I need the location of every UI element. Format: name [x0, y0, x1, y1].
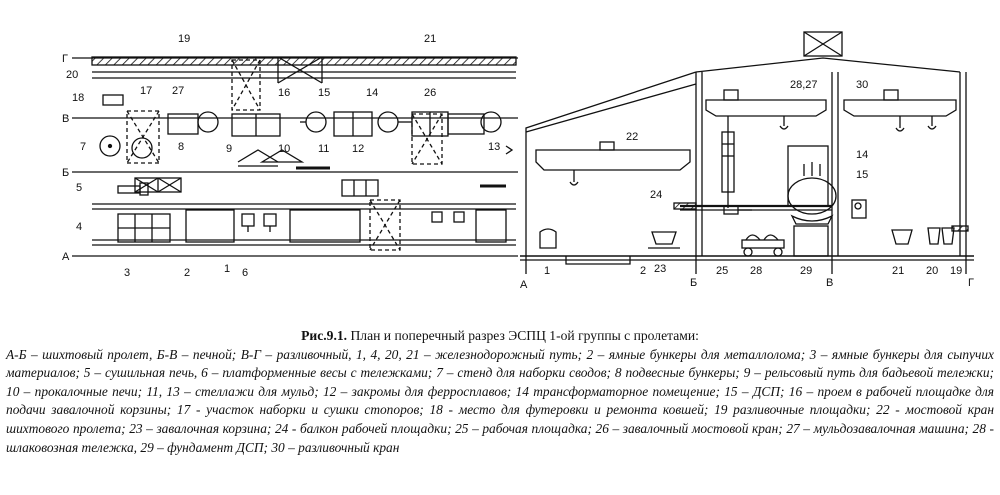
calcining-furnace-10 — [259, 149, 305, 163]
plan-label-14: 14 — [366, 87, 378, 99]
roof-stand-7b — [131, 137, 153, 159]
section-label-30: 30 — [856, 79, 868, 91]
pouring-platform-19 — [951, 225, 969, 232]
section-label-23: 23 — [654, 263, 666, 275]
section-label-22: 22 — [626, 131, 638, 143]
plan-label-9: 9 — [226, 143, 232, 155]
pit-bunkers-2 — [185, 209, 235, 243]
plan-label-21: 21 — [424, 33, 436, 45]
plan-label-15: 15 — [318, 87, 330, 99]
section-label-24: 24 — [650, 189, 662, 201]
plan-label-10: 10 — [278, 143, 290, 155]
furnace-bay-roof — [695, 57, 961, 73]
plan-label-8: 8 — [178, 141, 184, 153]
charging-crane-2827 — [705, 99, 827, 117]
section-label-25: 25 — [716, 265, 728, 277]
section-axis-g: Г — [968, 277, 974, 289]
central-bunker — [289, 209, 361, 243]
plan-label-13: 13 — [488, 141, 500, 153]
section-label-2827: 28,27 — [790, 79, 818, 91]
furnace-foundation-29 — [793, 225, 829, 257]
opening-upper — [231, 59, 261, 111]
section-label-1: 1 — [544, 265, 550, 277]
charge-crane-22 — [535, 149, 691, 171]
ladle-21 — [891, 229, 913, 245]
railcar-1 — [539, 228, 557, 249]
plan-label-1: 1 — [224, 263, 230, 275]
right-bunker — [475, 209, 507, 243]
plan-axis-g: Г — [62, 53, 68, 65]
plan-label-26: 26 — [424, 87, 436, 99]
roof-stand-7 — [99, 135, 121, 157]
caption-title: План и поперечный разрез ЭСПЦ 1-ой групп… — [350, 328, 699, 343]
pouring-platform-19 — [91, 56, 517, 66]
section-axis-b: Б — [690, 277, 697, 289]
section-label-14: 14 — [856, 149, 868, 161]
caption-title-line: Рис.9.1. План и поперечный разрез ЭСПЦ 1… — [6, 327, 994, 346]
section-label-28: 28 — [750, 265, 762, 277]
charge-bay-frame — [525, 71, 697, 256]
plan-label-4: 4 — [76, 221, 82, 233]
rail-track-9 — [237, 149, 279, 167]
plan-label-2: 2 — [184, 267, 190, 279]
platform-opening — [277, 56, 323, 84]
figure-caption: Рис.9.1. План и поперечный разрез ЭСПЦ 1… — [6, 327, 994, 457]
section-label-19: 19 — [950, 265, 962, 277]
plan-axis-a: А — [62, 251, 70, 263]
furnace-unit-left — [167, 113, 199, 135]
ladle-repair-18 — [102, 94, 124, 106]
slag-cart-28 — [741, 239, 785, 249]
plan-label-11: 11 — [318, 143, 329, 155]
section-label-20: 20 — [926, 265, 938, 277]
section-label-21: 21 — [892, 265, 904, 277]
charging-basket-23 — [651, 231, 677, 245]
section-axis-a: А — [520, 279, 528, 291]
section-label-2: 2 — [640, 265, 646, 277]
plan-label-18: 18 — [72, 92, 84, 104]
plan-label-20: 20 — [66, 69, 78, 81]
pouring-crane-30 — [843, 99, 957, 117]
plan-labels: Г В Б А 19 20 21 18 17 27 16 15 14 26 7 … — [62, 33, 500, 279]
section-labels: 28,27 30 22 14 15 24 1 23 2 25 28 29 21 … — [520, 79, 974, 291]
section-label-29: 29 — [800, 265, 812, 277]
plan-label-17: 17 — [140, 85, 152, 97]
scales-6 — [241, 213, 255, 227]
plan-label-16: 16 — [278, 87, 290, 99]
plan-label-19: 19 — [178, 33, 190, 45]
plan-view — [72, 56, 518, 257]
opening-lower — [369, 199, 401, 251]
balcony-24 — [673, 202, 697, 210]
plan-axis-b: Б — [62, 167, 69, 179]
caption-body: А-Б – шихтовый пролет, Б-В – печной; В-Г… — [6, 346, 994, 455]
plan-label-6: 6 — [242, 267, 248, 279]
plan-label-3: 3 — [124, 267, 130, 279]
plan-label-7: 7 — [80, 141, 86, 153]
stopper-area-17 — [126, 110, 160, 164]
plan-label-12: 12 — [352, 143, 364, 155]
plan-label-5: 5 — [76, 182, 82, 194]
plan-axis-v: В — [62, 113, 69, 125]
ladles-20 — [927, 227, 955, 245]
figure-number: Рис.9.1. — [301, 328, 348, 343]
figure-drawing: Г В Б А 19 20 21 18 17 27 16 15 14 26 7 … — [62, 31, 974, 291]
section-axis-v: В — [826, 277, 833, 289]
cross-section-view — [520, 31, 974, 274]
arc-furnace-15 — [305, 111, 327, 133]
roof-lantern — [803, 31, 843, 57]
plan-label-27: 27 — [172, 85, 184, 97]
charging-crane-26 — [411, 113, 443, 165]
ferroalloy-bins-12 — [341, 179, 379, 197]
section-label-15: 15 — [856, 169, 868, 181]
arc-furnace-15 — [787, 177, 837, 215]
transformer-room-14 — [787, 145, 829, 207]
